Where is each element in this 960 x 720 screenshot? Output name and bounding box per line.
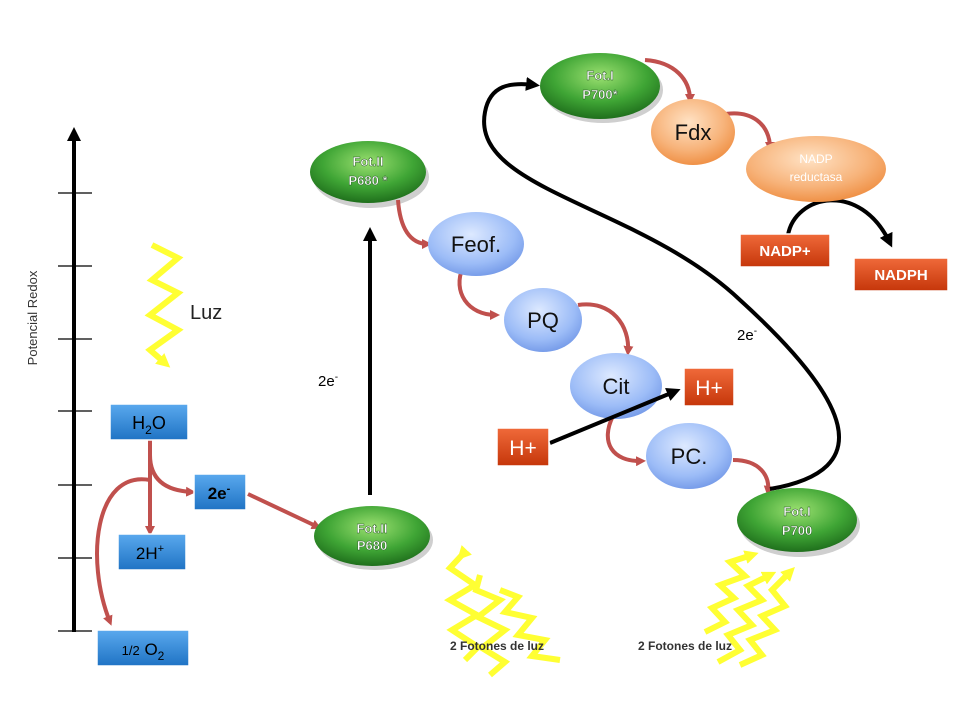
proton-out-box: H+ [683,367,735,407]
svg-text:NADPH: NADPH [874,267,927,284]
svg-text:Fot.I: Fot.I [586,68,613,83]
fdx-to-reductase-arrow [719,111,775,152]
svg-text:H+: H+ [509,437,536,460]
svg-text:Fot.II: Fot.II [352,154,383,169]
svg-text:PC.: PC. [671,444,708,469]
ps1-ground-node: Fot.I P700 [737,488,860,557]
electrons-box: 2e- [193,473,247,511]
svg-text:P680 *: P680 * [348,173,388,188]
svg-text:Fdx: Fdx [675,120,712,145]
ps2-photons-label: 2 Fotones de luz [450,639,544,653]
h2o-to-electrons-arrow [148,454,196,497]
pq-node: PQ [504,288,582,352]
svg-text:1/2 O2: 1/2 O2 [122,640,165,663]
protons-box: 2H+ [117,533,187,571]
feof-node: Feof. [428,212,524,276]
svg-text:H+: H+ [695,377,722,400]
svg-text:Feof.: Feof. [451,232,501,257]
svg-text:Fot.II: Fot.II [356,521,387,536]
svg-text:NADP+: NADP+ [759,243,811,260]
light-zigzag-icon [144,242,184,368]
ps1-photons-label: 2 Fotones de luz [638,639,732,653]
ps2-photons-icon [444,545,561,678]
fdx-node: Fdx [651,99,735,165]
svg-text:reductasa: reductasa [790,170,843,184]
ps1-electrons-label: 2e- [737,326,757,344]
cit-to-pc-arrow [605,415,646,467]
ps2-ground-node: Fot.II P680 [314,506,433,570]
svg-text:P680: P680 [357,538,387,553]
redox-axis [58,127,92,632]
pq-to-cit-arrow [577,302,634,356]
svg-text:P700: P700 [782,523,812,538]
proton-in-box: H+ [496,427,550,467]
svg-text:2H+: 2H+ [136,543,164,563]
ps1-photons-icon [703,550,795,668]
svg-text:PQ: PQ [527,308,559,333]
ps1-excitation-arrow [482,76,841,491]
nadph-box: NADPH [853,257,949,292]
svg-text:P700*: P700* [582,87,618,102]
nadp-reductase-node: NADP reductasa [746,136,886,202]
ps2-excited-node: Fot.II P680 * [310,141,429,208]
pc-to-ps1-arrow [732,458,774,496]
feof-to-pq-arrow [457,266,500,320]
axis-label: Potencial Redox [25,270,40,365]
svg-text:Cit: Cit [603,374,630,399]
ps1-excited-node: Fot.I P700* [540,53,663,123]
proton-transfer-arrow [549,387,681,445]
svg-text:2e-: 2e- [208,483,231,503]
ps2-to-feof-arrow [396,199,432,249]
water-to-oxygen-arrow [95,477,151,626]
svg-text:NADP: NADP [799,152,832,166]
oxygen-box: 1/2 O2 [96,629,190,667]
nadp-plus-box: NADP+ [739,233,831,268]
pc-node: PC. [646,423,732,489]
h2o-box: H2O [109,403,189,441]
svg-text:Fot.I: Fot.I [783,504,810,519]
ps2-electrons-label: 2e- [318,372,338,390]
light-label: Luz [190,302,222,324]
svg-text:H2O: H2O [132,413,166,437]
cit-node: Cit [570,353,662,419]
ps1-to-fdx-arrow [644,58,695,104]
electrons-to-ps2-arrow [247,492,322,529]
